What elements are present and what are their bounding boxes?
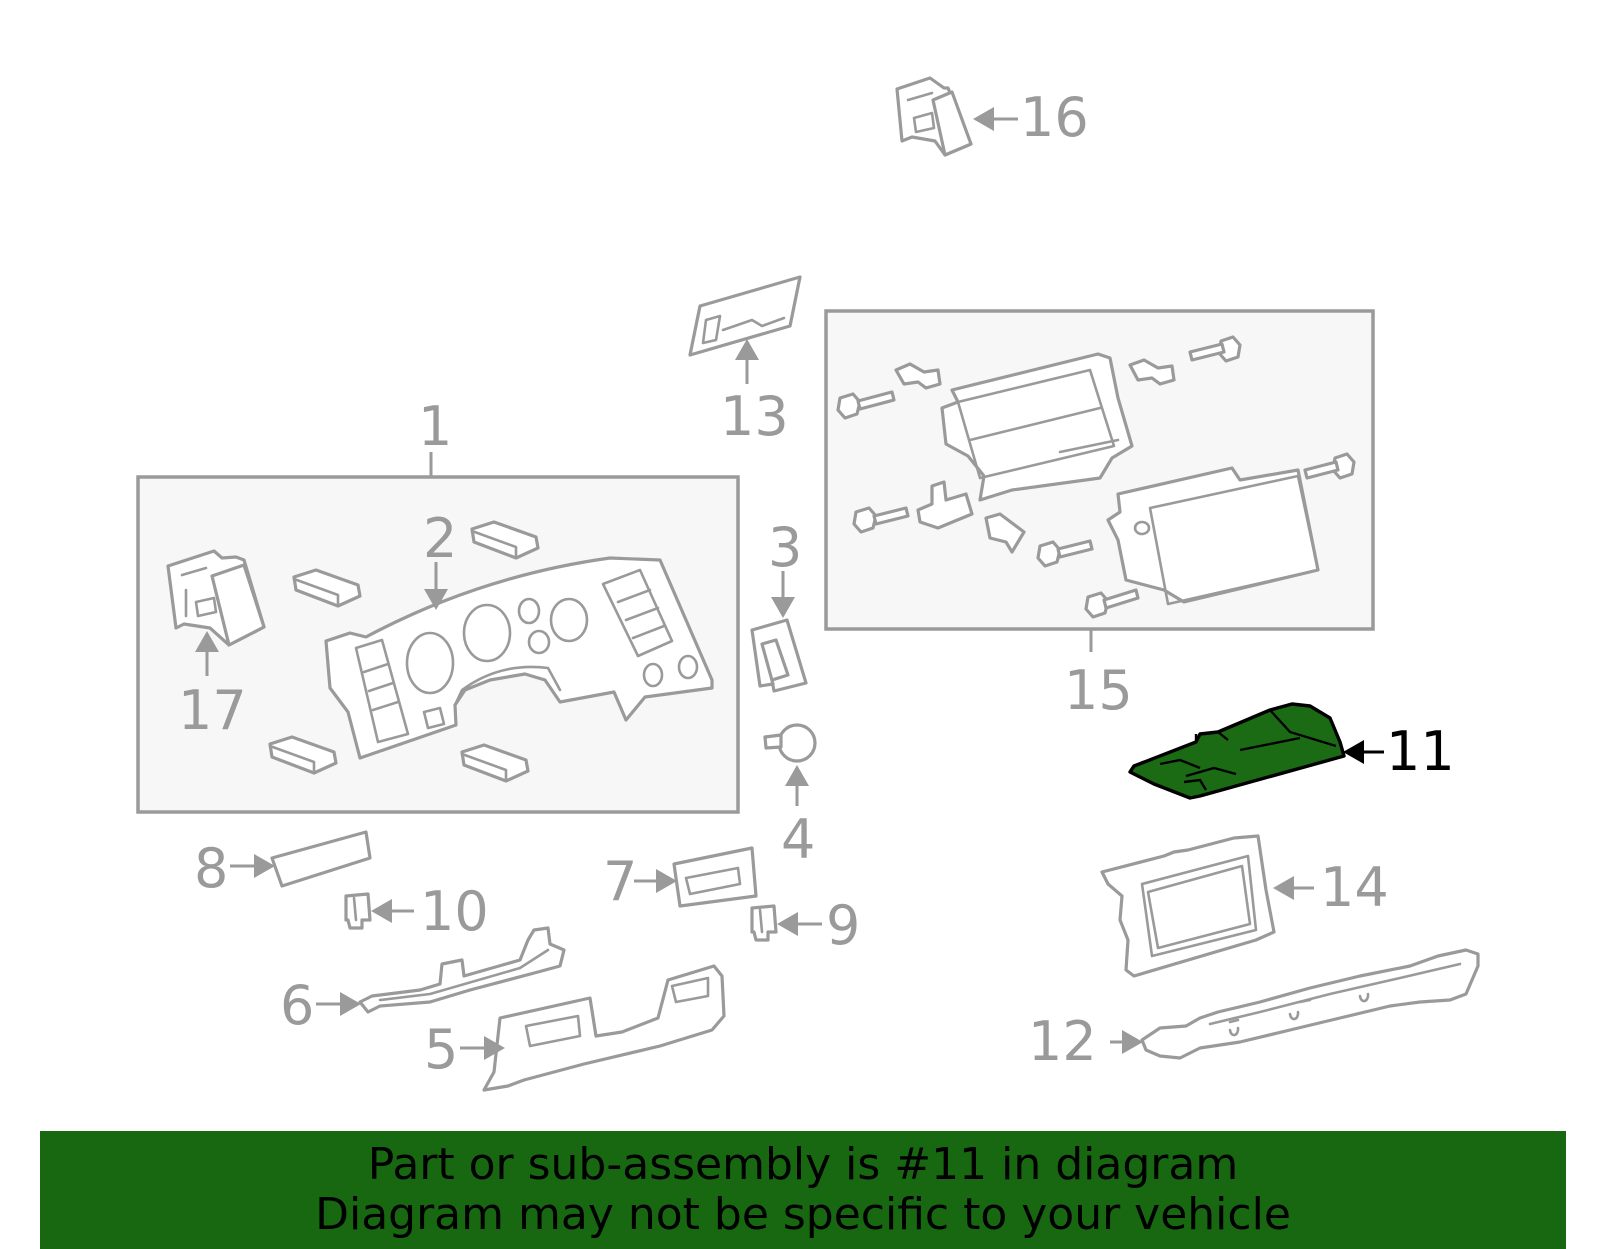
- callout-2: 2: [423, 507, 457, 570]
- part-5-lower-panel[interactable]: [460, 964, 726, 1092]
- part-4-knob[interactable]: [763, 723, 817, 806]
- callout-5: 5: [424, 1018, 458, 1081]
- info-banner: Part or sub-assembly is #11 in diagram D…: [40, 1131, 1566, 1249]
- clip-box15-b: [1128, 358, 1176, 386]
- callout-10: 10: [420, 880, 489, 943]
- clip-box15-c: [916, 480, 974, 530]
- bolt-6: [1084, 588, 1140, 619]
- part-11-highlighted[interactable]: [1128, 702, 1384, 800]
- callout-17: 17: [178, 679, 247, 742]
- clip-lower-middle: [460, 743, 530, 783]
- callout-9: 9: [826, 894, 860, 957]
- callout-13: 13: [720, 385, 789, 448]
- callout-1: 1: [418, 395, 452, 458]
- callout-16: 16: [1020, 86, 1089, 149]
- part-2-cluster-bezel[interactable]: [324, 556, 714, 760]
- bolt-2: [1188, 335, 1242, 363]
- callout-6: 6: [280, 974, 314, 1037]
- callout-4: 4: [781, 808, 815, 871]
- banner-line-2: Diagram may not be specific to your vehi…: [315, 1189, 1291, 1240]
- bolt-4: [1036, 539, 1094, 568]
- clip-upper-middle: [470, 520, 540, 560]
- part-10-clip[interactable]: [344, 892, 414, 930]
- part-9-clip[interactable]: [750, 904, 822, 942]
- bolt-5: [1303, 452, 1356, 480]
- bolt-3: [852, 506, 910, 534]
- clip-box15-d: [984, 512, 1026, 554]
- callout-11: 11: [1386, 720, 1455, 783]
- glove-box-housing: [940, 352, 1134, 502]
- callout-3: 3: [768, 516, 802, 579]
- bolt-1: [836, 390, 896, 420]
- glove-box-door: [1106, 466, 1320, 606]
- part-3-bracket[interactable]: [750, 571, 808, 693]
- callout-14: 14: [1320, 856, 1389, 919]
- banner-line-1: Part or sub-assembly is #11 in diagram: [367, 1139, 1239, 1190]
- part-7-plate[interactable]: [634, 846, 758, 908]
- callout-15: 15: [1064, 659, 1133, 722]
- part-14-bezel[interactable]: [1100, 834, 1314, 978]
- clip-lower-left: [268, 735, 338, 775]
- part-6-bracket[interactable]: [316, 926, 566, 1016]
- part-8-strip[interactable]: [230, 830, 372, 888]
- callout-12: 12: [1028, 1010, 1097, 1073]
- clip-box15-a: [894, 362, 942, 390]
- part-13-plate[interactable]: [688, 275, 802, 384]
- part-17-switch[interactable]: [166, 549, 266, 676]
- clip-upper-left: [292, 568, 362, 608]
- part-16-switch[interactable]: [895, 76, 1018, 157]
- callout-7: 7: [603, 850, 637, 913]
- part-12-panel[interactable]: [1110, 948, 1480, 1060]
- callout-8: 8: [194, 837, 228, 900]
